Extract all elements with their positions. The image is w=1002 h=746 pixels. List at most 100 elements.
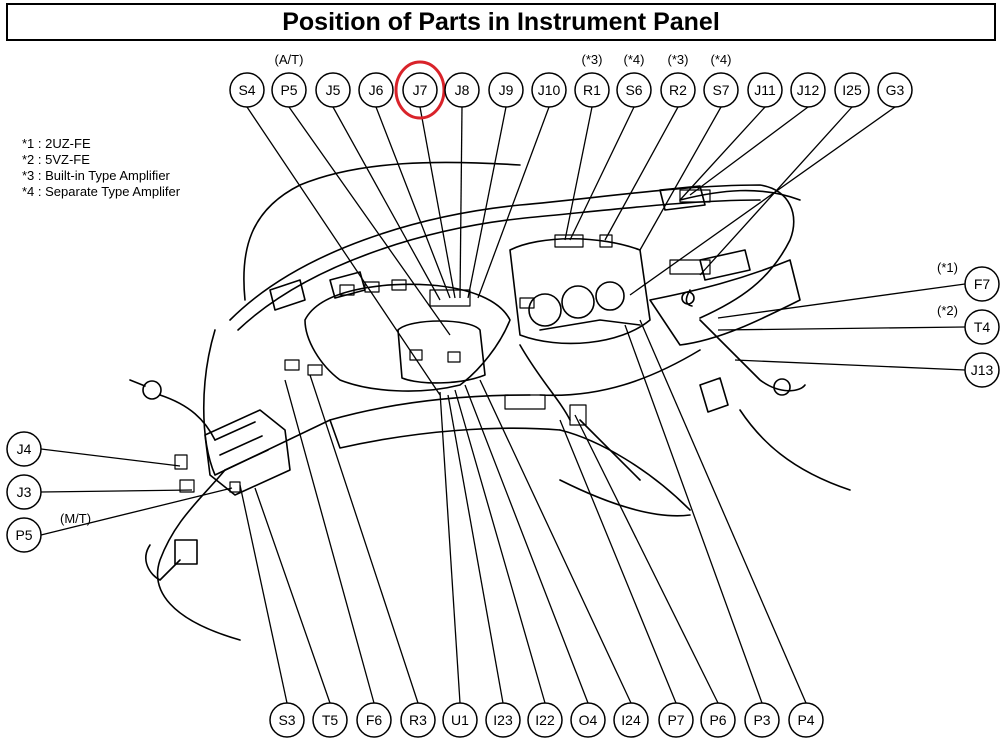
connector-j12-top-circle xyxy=(790,72,826,108)
connector-j10-top-label: J10 xyxy=(538,82,561,98)
connector-t4: T4 xyxy=(964,309,1000,345)
leader-line-j7 xyxy=(419,106,456,299)
connector-f7-circle xyxy=(964,266,1000,302)
connector-j9-top-circle xyxy=(488,72,524,108)
connector-g3-top-circle xyxy=(877,72,913,108)
leader-line-o4 xyxy=(464,384,589,704)
leader-line-i23 xyxy=(447,394,504,704)
connector-s3-circle xyxy=(269,702,305,738)
leader-line-p6 xyxy=(574,414,719,704)
connector-p4-circle xyxy=(788,702,824,738)
connector-s4-top-circle xyxy=(229,72,265,108)
connector-r3-label: R3 xyxy=(409,712,427,728)
leader-line-p3 xyxy=(624,324,763,704)
footnote-4: *4 : Separate Type Amplifer xyxy=(22,184,181,199)
connector-s6-top-label: S6 xyxy=(625,82,642,98)
connector-r2-note: (*3) xyxy=(668,52,689,67)
connector-j6-top-label: J6 xyxy=(369,82,384,98)
connector-p5-left-label: P5 xyxy=(15,527,32,543)
title-bar: Position of Parts in Instrument Panel xyxy=(6,3,996,41)
connector-t5-label: T5 xyxy=(322,712,339,728)
connector-s7-top-circle xyxy=(703,72,739,108)
connector-p4: P4 xyxy=(788,702,824,738)
connector-i24-label: I24 xyxy=(621,712,641,728)
leader-line-s7 xyxy=(639,106,722,251)
leader-line-r2 xyxy=(604,106,679,241)
footnote-1: *1 : 2UZ-FE xyxy=(22,136,91,151)
leader-line-j10 xyxy=(477,106,550,299)
leader-line-p7 xyxy=(559,419,677,704)
connector-j12-top: J12 xyxy=(790,72,826,108)
connector-r2-top-label: R2 xyxy=(669,82,687,98)
connector-j9-top-label: J9 xyxy=(499,82,514,98)
connector-p5-top-circle xyxy=(271,72,307,108)
connector-i23: I23 xyxy=(485,702,521,738)
connector-p3-circle xyxy=(744,702,780,738)
connector-o4-label: O4 xyxy=(579,712,598,728)
connector-f6-label: F6 xyxy=(366,712,383,728)
connector-u1: U1 xyxy=(442,702,478,738)
leader-line-g3 xyxy=(629,106,896,296)
connector-j10-top-circle xyxy=(531,72,567,108)
connector-p7: P7 xyxy=(658,702,694,738)
connector-u1-label: U1 xyxy=(451,712,469,728)
leader-line-p5 xyxy=(288,106,451,336)
leader-line-r3 xyxy=(309,374,419,704)
connector-f7: F7 xyxy=(964,266,1000,302)
connector-i24-circle xyxy=(613,702,649,738)
connector-j6-top: J6 xyxy=(358,72,394,108)
connector-j12-top-label: J12 xyxy=(797,82,820,98)
connector-s3: S3 xyxy=(269,702,305,738)
connector-r1-top-circle xyxy=(574,72,610,108)
connector-i24: I24 xyxy=(613,702,649,738)
connector-p3-label: P3 xyxy=(753,712,770,728)
connector-i23-circle xyxy=(485,702,521,738)
leader-line-j12 xyxy=(689,106,809,196)
connector-j13-label: J13 xyxy=(971,362,994,378)
connector-j3-left-circle xyxy=(6,474,42,510)
connector-t4-note: (*2) xyxy=(937,303,958,318)
connector-j13-circle xyxy=(964,352,1000,388)
connector-p6-circle xyxy=(700,702,736,738)
connector-j3-left: J3 xyxy=(6,474,42,510)
connector-p4-label: P4 xyxy=(797,712,814,728)
connector-j7-top-label: J7 xyxy=(413,82,428,98)
connector-r1-top-label: R1 xyxy=(583,82,601,98)
leader-line-j4-left xyxy=(40,448,181,467)
leader-line-i22 xyxy=(454,389,546,704)
connector-s4-top: S4 xyxy=(229,72,265,108)
connector-i25-top-circle xyxy=(834,72,870,108)
leader-line-j3-left xyxy=(40,489,193,493)
connector-p5-left: P5 xyxy=(6,517,42,553)
dashboard-drawing xyxy=(129,161,851,641)
connector-s6-top-circle xyxy=(616,72,652,108)
connector-s7-note: (*4) xyxy=(711,52,732,67)
leader-line-j6 xyxy=(375,106,451,299)
leader-line-s6 xyxy=(569,106,635,241)
highlight-ring xyxy=(394,60,446,120)
connector-p7-circle xyxy=(658,702,694,738)
connector-s7-top-label: S7 xyxy=(712,82,729,98)
connector-i22: I22 xyxy=(527,702,563,738)
connector-s7-top: S7 xyxy=(703,72,739,108)
connector-j5-top-label: J5 xyxy=(326,82,341,98)
connector-p5-top-label: P5 xyxy=(280,82,297,98)
leader-line-i24 xyxy=(479,379,632,704)
connector-i22-circle xyxy=(527,702,563,738)
leader-line-s3 xyxy=(239,484,288,704)
leader-line-s4 xyxy=(246,106,441,396)
connector-f7-note: (*1) xyxy=(937,260,958,275)
connector-t5-circle xyxy=(312,702,348,738)
leader-line-f6 xyxy=(284,379,375,704)
leader-line-t4 xyxy=(717,326,966,331)
connector-i25-top-label: I25 xyxy=(842,82,862,98)
connector-r2-top: R2 xyxy=(660,72,696,108)
connector-j4-left: J4 xyxy=(6,431,42,467)
leader-line-t5 xyxy=(254,487,331,704)
connector-j6-top-circle xyxy=(358,72,394,108)
leader-line-j9 xyxy=(467,106,507,299)
connector-p6: P6 xyxy=(700,702,736,738)
footnote-2: *2 : 5VZ-FE xyxy=(22,152,90,167)
